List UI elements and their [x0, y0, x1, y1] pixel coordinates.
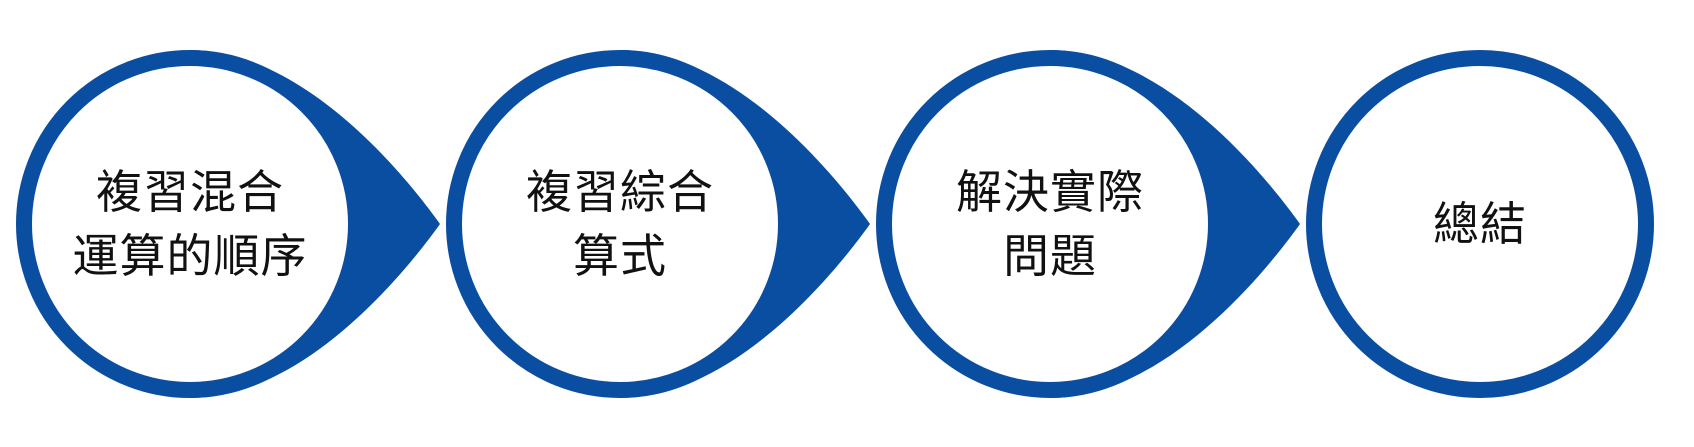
step-3: 解決實際 問題 [870, 48, 1320, 400]
step-4: 總結 [1300, 48, 1694, 400]
step-4-shape [1306, 50, 1654, 398]
step-3-circle-ring [876, 50, 1224, 398]
step-3-shape [876, 50, 1300, 398]
step-1-circle-ring [16, 50, 364, 398]
step-1: 複習混合 運算的順序 [10, 48, 460, 400]
step-2-shape [446, 50, 870, 398]
step-2-circle-ring [446, 50, 794, 398]
step-2: 複習綜合 算式 [440, 48, 890, 400]
step-4-circle-ring [1306, 50, 1654, 398]
step-1-shape [16, 50, 440, 398]
